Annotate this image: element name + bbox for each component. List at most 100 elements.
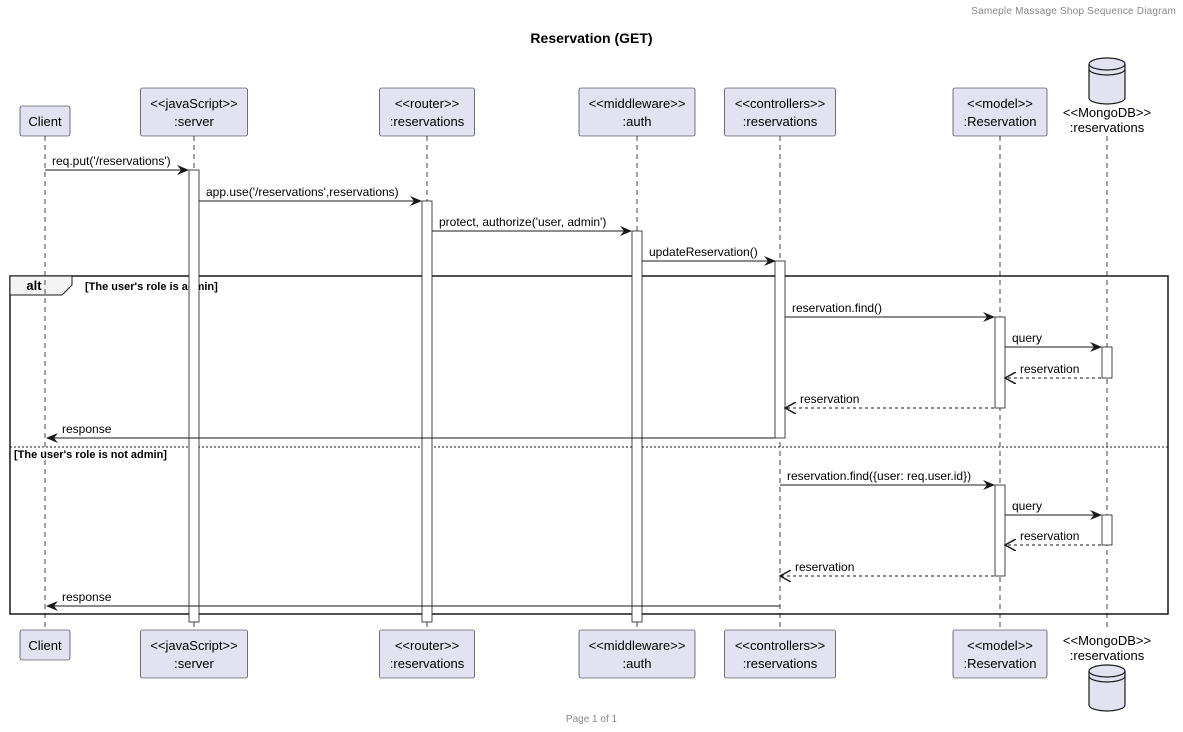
- participant-name: :reservations: [390, 114, 465, 129]
- participant-db-top: <<MongoDB>>:reservations: [1063, 57, 1151, 135]
- participant-stereotype: <<router>>: [395, 96, 459, 111]
- activation-bar-server: [188, 169, 200, 623]
- database-icon-rim: [1088, 63, 1126, 71]
- participant-name: :auth: [623, 114, 652, 129]
- participant-box: [578, 87, 696, 137]
- message-13: reservation: [780, 560, 994, 576]
- participant-model-top: <<model>> :Reservation: [952, 87, 1048, 137]
- activation-bar-model: [994, 484, 1006, 577]
- participant-name: :server: [174, 114, 214, 129]
- fragment-keyword: alt: [26, 278, 42, 293]
- message-6: query: [1005, 331, 1102, 352]
- fragment-tab: [9, 275, 73, 296]
- participant-name: :server: [174, 656, 214, 671]
- message-2: app.use('/reservations',reservations): [199, 185, 422, 206]
- participant-server-top: <<javaScript>> :server: [140, 87, 248, 137]
- participant-box: [140, 87, 248, 137]
- activation-bar-controller: [774, 260, 786, 439]
- participant-stereotype: <<model>>: [967, 96, 1033, 111]
- participant-name: :reservations: [1070, 120, 1145, 135]
- participant-router-top: <<router>> :reservations: [379, 87, 475, 137]
- participant-box: [724, 87, 836, 137]
- diagram-header: Sameple Massage Shop Sequence Diagram: [971, 6, 1176, 17]
- participant-server-bottom: <<javaScript>> :server: [140, 629, 248, 679]
- database-icon-band: [1088, 675, 1126, 683]
- message-4: updateReservation(): [642, 245, 776, 266]
- fragment-frame: [9, 275, 1169, 615]
- message-3: protect, authorize('user, admin'): [432, 215, 632, 236]
- message-label: app.use('/reservations',reservations): [206, 185, 399, 199]
- message-label: response: [62, 590, 112, 604]
- message-8: reservation: [785, 392, 994, 408]
- database-icon: [1088, 57, 1126, 105]
- message-14: response: [46, 590, 780, 611]
- participant-box: [578, 629, 696, 679]
- fragment-guard: [The user's role is admin]: [85, 281, 218, 293]
- participant-auth-top: <<middleware>> :auth: [578, 87, 696, 137]
- participant-name: Client: [28, 638, 62, 653]
- message-1: req.put('/reservations'): [45, 154, 189, 175]
- message-5: reservation.find(): [785, 301, 995, 322]
- activation-bar-model: [994, 316, 1006, 409]
- participant-stereotype: <<model>>: [967, 638, 1033, 653]
- participant-name: :reservations: [1070, 648, 1145, 663]
- participant-stereotype: <<router>>: [395, 638, 459, 653]
- participant-name: :reservations: [390, 656, 465, 671]
- participant-controller-top: <<controllers>> :reservations: [724, 87, 836, 137]
- message-12: reservation: [1005, 529, 1101, 545]
- participant-client-bottom: Client: [19, 629, 71, 661]
- participant-stereotype: <<middleware>>: [589, 638, 686, 653]
- database-icon-rim: [1088, 670, 1126, 678]
- participant-name: :Reservation: [964, 114, 1037, 129]
- message-label: updateReservation(): [649, 245, 758, 259]
- database-icon: [1088, 664, 1126, 712]
- participant-box: [724, 629, 836, 679]
- participant-stereotype: <<controllers>>: [735, 638, 825, 653]
- participant-name: :reservations: [743, 656, 818, 671]
- message-10: reservation.find({user: req.user.id}): [780, 469, 995, 490]
- participant-name: :Reservation: [964, 656, 1037, 671]
- participant-db-bottom: <<MongoDB>>:reservations: [1063, 633, 1151, 712]
- alt-fragment: alt [The user's role is admin] [The user's…: [9, 275, 1169, 615]
- participant-name: :reservations: [743, 114, 818, 129]
- participant-box: [952, 629, 1048, 679]
- message-label: reservation.find({user: req.user.id}): [787, 469, 971, 483]
- participant-auth-bottom: <<middleware>> :auth: [578, 629, 696, 679]
- message-label: reservation: [1020, 362, 1079, 376]
- participant-box: [19, 105, 71, 137]
- message-label: protect, authorize('user, admin'): [439, 215, 606, 229]
- message-label: req.put('/reservations'): [52, 154, 171, 168]
- fragment-guard: [The user's role is not admin]: [14, 449, 167, 461]
- activation-bar-db: [1101, 514, 1113, 546]
- participant-client-top: Client: [19, 105, 71, 137]
- participant-stereotype: <<MongoDB>>: [1063, 633, 1151, 648]
- participant-router-bottom: <<router>> :reservations: [379, 629, 475, 679]
- message-label: query: [1012, 331, 1042, 345]
- participant-name: :auth: [623, 656, 652, 671]
- message-11: query: [1005, 499, 1102, 520]
- message-label: reservation: [800, 392, 859, 406]
- participant-box: [19, 629, 71, 661]
- participant-box: [952, 87, 1048, 137]
- activation-bar-auth: [631, 230, 643, 623]
- participant-stereotype: <<middleware>>: [589, 96, 686, 111]
- activation-bar-db: [1101, 346, 1113, 379]
- message-label: query: [1012, 499, 1042, 513]
- participant-stereotype: <<controllers>>: [735, 96, 825, 111]
- participant-controller-bottom: <<controllers>> :reservations: [724, 629, 836, 679]
- participant-stereotype: <<MongoDB>>: [1063, 105, 1151, 120]
- participant-model-bottom: <<model>> :Reservation: [952, 629, 1048, 679]
- message-label: reservation.find(): [792, 301, 882, 315]
- participant-stereotype: <<javaScript>>: [150, 638, 237, 653]
- message-9: response: [46, 422, 775, 443]
- participant-box: [140, 629, 248, 679]
- participant-stereotype: <<javaScript>>: [150, 96, 237, 111]
- participant-box: [379, 87, 475, 137]
- message-7: reservation: [1005, 362, 1101, 378]
- database-icon-band: [1088, 68, 1126, 76]
- message-label: reservation: [795, 560, 854, 574]
- page-footer: Page 1 of 1: [565, 714, 618, 725]
- message-label: reservation: [1020, 529, 1079, 543]
- diagram-title: Reservation (GET): [530, 30, 653, 46]
